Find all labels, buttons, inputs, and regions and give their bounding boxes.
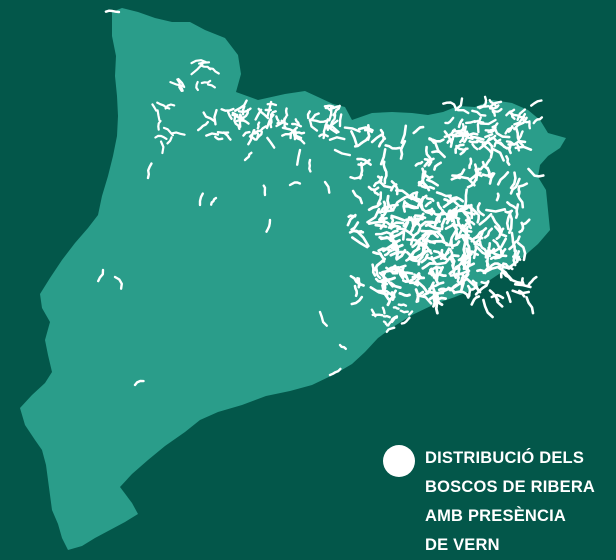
river-segment [243, 107, 244, 115]
river-segment [507, 292, 510, 301]
river-segment [376, 225, 386, 227]
river-segment [106, 11, 119, 12]
river-segment [527, 297, 533, 313]
river-segment [528, 277, 536, 286]
river-segment [483, 300, 492, 317]
river-segment [309, 160, 310, 171]
river-segment [271, 120, 272, 128]
river-segment [384, 282, 386, 290]
river-segment [391, 218, 393, 224]
river-segment [517, 145, 519, 151]
river-segment [451, 256, 452, 262]
river-segment [401, 311, 408, 313]
river-segment [472, 297, 479, 305]
river-segment [470, 141, 478, 142]
river-segment [355, 286, 357, 296]
river-segment [384, 202, 385, 211]
river-segment [349, 216, 355, 217]
legend: DISTRIBUCIÓ DELS BOSCOS DE RIBERA AMB PR… [383, 444, 615, 560]
legend-line-3: AMB PRESÈNCIA [425, 502, 595, 531]
river-segment [439, 274, 445, 276]
river-segment [286, 109, 287, 116]
river-segment [497, 194, 499, 200]
river-segment [443, 103, 455, 108]
river-segment [394, 307, 399, 308]
legend-title: DISTRIBUCIÓ DELS BOSCOS DE RIBERA AMB PR… [425, 444, 595, 560]
river-segment [384, 316, 390, 317]
river-segment [264, 186, 265, 195]
river-segment [373, 315, 383, 316]
white-circle-icon [383, 445, 415, 477]
river-segment [475, 121, 483, 123]
river-segment [531, 101, 541, 106]
river-segment [486, 129, 494, 130]
legend-line-4: DE VERN [425, 531, 595, 560]
river-segment [340, 115, 341, 127]
river-segment [478, 215, 479, 222]
river-segment [325, 106, 333, 107]
legend-line-2: BOSCOS DE RIBERA [425, 473, 595, 502]
river-segment [432, 151, 438, 152]
river-segment [383, 308, 385, 314]
river-segment [509, 276, 523, 283]
river-segment [436, 296, 438, 313]
river-segment [350, 231, 361, 233]
river-segment [258, 123, 259, 129]
river-segment [516, 205, 518, 218]
river-segment [294, 134, 295, 139]
legend-line-1: DISTRIBUCIÓ DELS [425, 444, 595, 473]
river-segment [411, 259, 418, 261]
river-segment [399, 305, 406, 306]
